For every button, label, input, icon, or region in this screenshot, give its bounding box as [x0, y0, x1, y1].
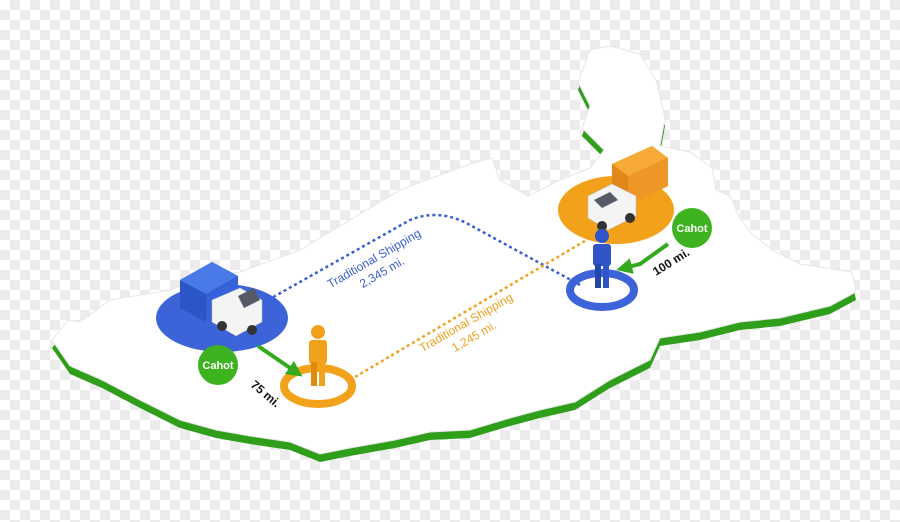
blue-destination-ring — [566, 269, 638, 311]
east-local-arrow — [616, 242, 670, 274]
orange-truck-icon — [587, 146, 668, 231]
svg-text:Cahot: Cahot — [676, 223, 708, 235]
blue-person-icon — [593, 229, 611, 288]
blue-truck-icon — [180, 262, 263, 337]
map-surface — [51, 45, 857, 455]
blue-traditional-route — [267, 213, 581, 302]
orange-destination-ring — [280, 364, 356, 408]
svg-text:Cahot: Cahot — [202, 360, 234, 372]
orange-person-icon — [309, 325, 327, 386]
orange-traditional-route — [349, 230, 601, 382]
us-map — [51, 45, 857, 462]
east-cahot-badge: Cahot — [672, 208, 712, 248]
west-cahot-badge: Cahot — [198, 345, 238, 385]
west-local-arrow — [256, 344, 303, 377]
